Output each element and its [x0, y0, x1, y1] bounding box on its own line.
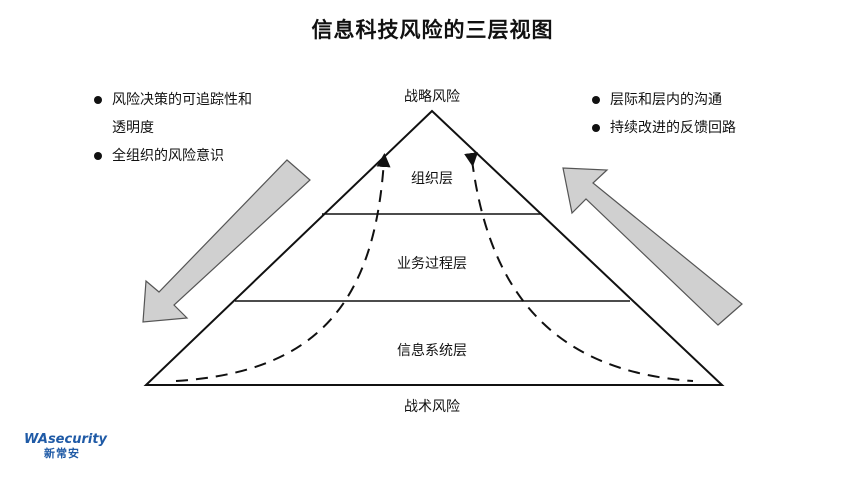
right-bullet-list: 层际和层内的沟通 持续改进的反馈回路: [590, 86, 830, 142]
up-left-arrow: [562, 167, 743, 326]
left-bullet-list: 风险决策的可追踪性和 透明度 全组织的风险意识: [92, 86, 312, 170]
pyramid-outline: [143, 109, 725, 386]
logo-cn: 新常安: [44, 447, 80, 460]
bullet-traceability-continued: 透明度: [112, 120, 154, 136]
brand-logo: WAsecurity 新常安: [24, 432, 107, 466]
tactical-risk-label: 战术风险: [404, 399, 460, 415]
organization-layer-label: 组织层: [411, 171, 453, 187]
logo-text: security: [47, 432, 108, 447]
bullet-feedback-loop: 持续改进的反馈回路: [590, 114, 830, 142]
dashed-arrow-up: [175, 153, 391, 382]
strategic-risk-label: 战略风险: [404, 89, 460, 105]
page-title: 信息科技风险的三层视图: [311, 18, 554, 42]
down-left-arrow: [142, 159, 311, 323]
bullet-traceability: 风险决策的可追踪性和: [92, 86, 312, 114]
logo-mark: WA: [24, 432, 48, 447]
information-system-layer-label: 信息系统层: [397, 343, 467, 359]
business-process-layer-label: 业务过程层: [397, 256, 467, 272]
bullet-communication: 层际和层内的沟通: [590, 86, 830, 114]
bullet-risk-awareness: 全组织的风险意识: [92, 142, 312, 170]
